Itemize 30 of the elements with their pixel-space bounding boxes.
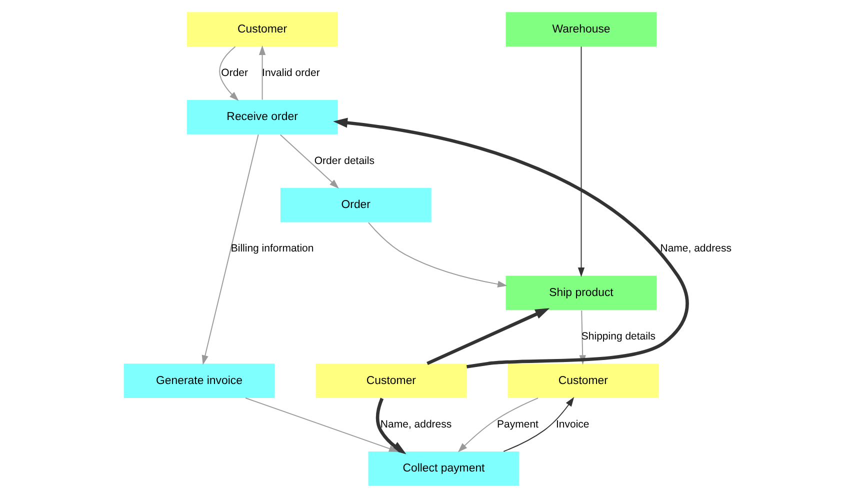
arrow xyxy=(279,134,338,189)
node-box: Customer xyxy=(186,12,338,47)
node-box: Warehouse xyxy=(505,12,656,47)
edge-label: Invoice xyxy=(556,418,589,430)
edge-label: Billing information xyxy=(230,242,314,255)
node-box: Customer xyxy=(315,364,466,398)
edge-label: Order xyxy=(220,66,248,79)
arrow xyxy=(258,45,266,100)
edge-label: Name, address xyxy=(660,242,731,255)
node-box: Receive order xyxy=(186,100,338,134)
arrow xyxy=(367,222,507,288)
edge-label: Name, address xyxy=(380,418,452,430)
arrow xyxy=(218,46,238,101)
edge-label: Order details xyxy=(314,154,374,167)
node-box: Generate invoice xyxy=(123,364,274,398)
arrow xyxy=(244,398,398,452)
arrow xyxy=(577,46,584,278)
arrow xyxy=(457,398,538,452)
edge-label: Shipping details xyxy=(580,330,656,343)
arrow xyxy=(502,396,574,452)
node-box: Collect payment xyxy=(368,451,519,486)
node-box: Ship product xyxy=(505,276,656,310)
arrow xyxy=(375,398,406,454)
arrow xyxy=(201,134,258,365)
node-box: Customer xyxy=(507,364,658,398)
arrow xyxy=(426,308,550,366)
node-box: Order xyxy=(280,188,431,222)
edge-label: Invalid order xyxy=(262,66,320,79)
arrow xyxy=(332,118,688,368)
edge-label: Payment xyxy=(496,418,538,430)
